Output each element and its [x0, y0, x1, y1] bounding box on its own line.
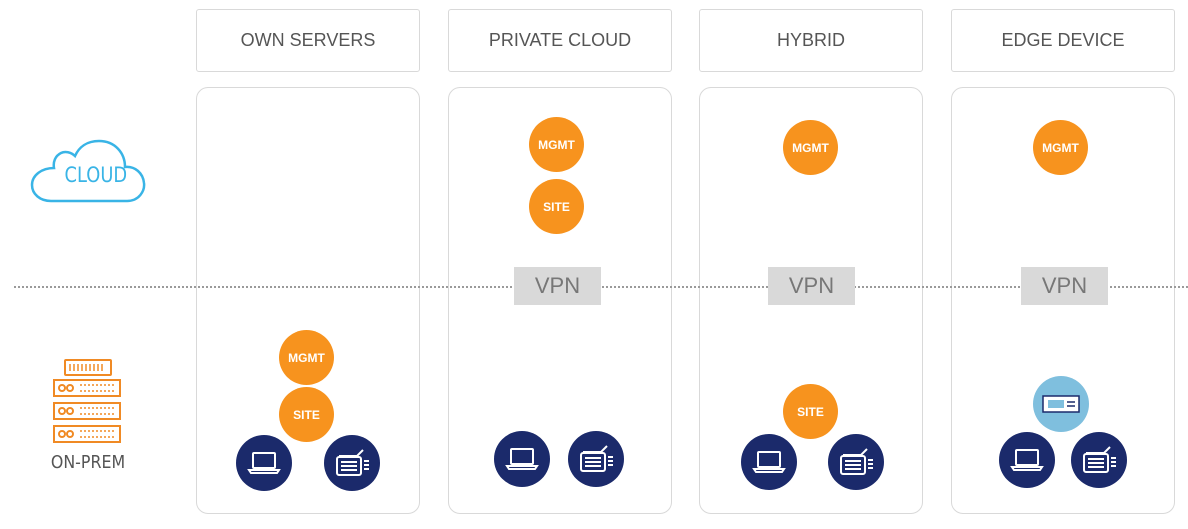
- cloud-onprem-divider: [14, 286, 1188, 288]
- network-device-icon: [324, 435, 380, 491]
- header-private-cloud: PRIVATE CLOUD: [448, 9, 672, 72]
- laptop-icon: [236, 435, 292, 491]
- mgmt-node-private-cloud: MGMT: [529, 117, 584, 172]
- panel-own-servers: [196, 87, 420, 514]
- network-device-icon: [1071, 432, 1127, 488]
- mgmt-node-own-servers: MGMT: [279, 330, 334, 385]
- network-device-icon: [568, 431, 624, 487]
- edge-device-icon: [1033, 376, 1089, 432]
- server-rack-icon: [53, 359, 121, 443]
- site-node-hybrid: SITE: [783, 384, 838, 439]
- network-device-icon: [828, 434, 884, 490]
- site-node-private-cloud: SITE: [529, 179, 584, 234]
- laptop-icon: [999, 432, 1055, 488]
- laptop-icon: [494, 431, 550, 487]
- mgmt-node-hybrid: MGMT: [783, 120, 838, 175]
- mgmt-node-edge-device: MGMT: [1033, 120, 1088, 175]
- cloud-zone-label: CLOUD: [64, 163, 128, 187]
- vpn-badge-edge-device: VPN: [1021, 267, 1108, 305]
- header-own-servers: OWN SERVERS: [196, 9, 420, 72]
- header-hybrid: HYBRID: [699, 9, 923, 72]
- vpn-badge-hybrid: VPN: [768, 267, 855, 305]
- site-node-own-servers: SITE: [279, 387, 334, 442]
- laptop-icon: [741, 434, 797, 490]
- onprem-zone-label: ON-PREM: [50, 452, 126, 473]
- vpn-badge-private-cloud: VPN: [514, 267, 601, 305]
- header-edge-device: EDGE DEVICE: [951, 9, 1175, 72]
- cloud-icon: [30, 139, 146, 203]
